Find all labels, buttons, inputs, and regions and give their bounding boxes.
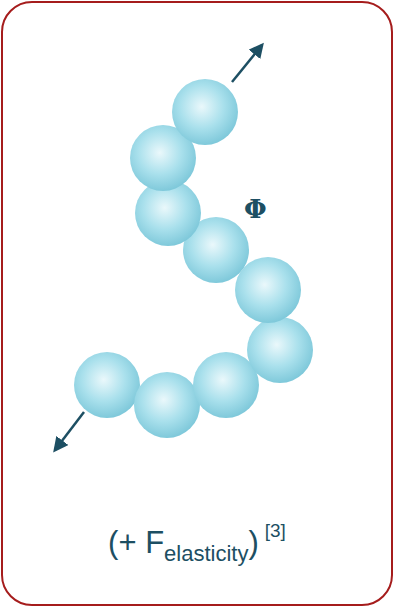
angle-symbol: Φ — [244, 194, 267, 224]
formula-text: (+ F — [108, 525, 164, 560]
formula: (+ Felasticity) [3] — [0, 520, 394, 567]
force-arrow — [232, 45, 262, 82]
force-arrow — [55, 412, 84, 450]
bead-chain — [74, 79, 313, 438]
reference-number: [3] — [265, 520, 286, 541]
formula-text: ) — [248, 525, 258, 560]
subscript: elasticity — [164, 541, 248, 566]
